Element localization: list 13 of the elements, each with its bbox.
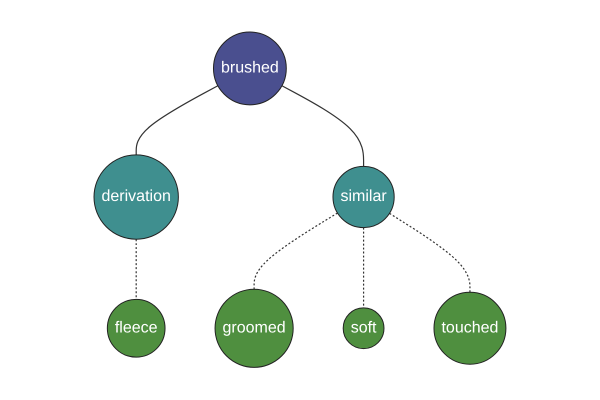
- node-circle: brushed: [213, 32, 287, 106]
- connector: [363, 228, 364, 308]
- connector: [136, 86, 218, 156]
- connector: [389, 213, 471, 293]
- connector: [136, 240, 137, 300]
- connector: [282, 86, 364, 167]
- node-circle: derivation: [94, 154, 179, 240]
- node-circle: soft: [342, 308, 385, 350]
- node-circle: groomed: [214, 289, 294, 368]
- node-circle: touched: [434, 292, 506, 366]
- node-circle: similar: [332, 166, 395, 228]
- connector: [254, 212, 338, 290]
- node-circle: fleece: [106, 299, 166, 358]
